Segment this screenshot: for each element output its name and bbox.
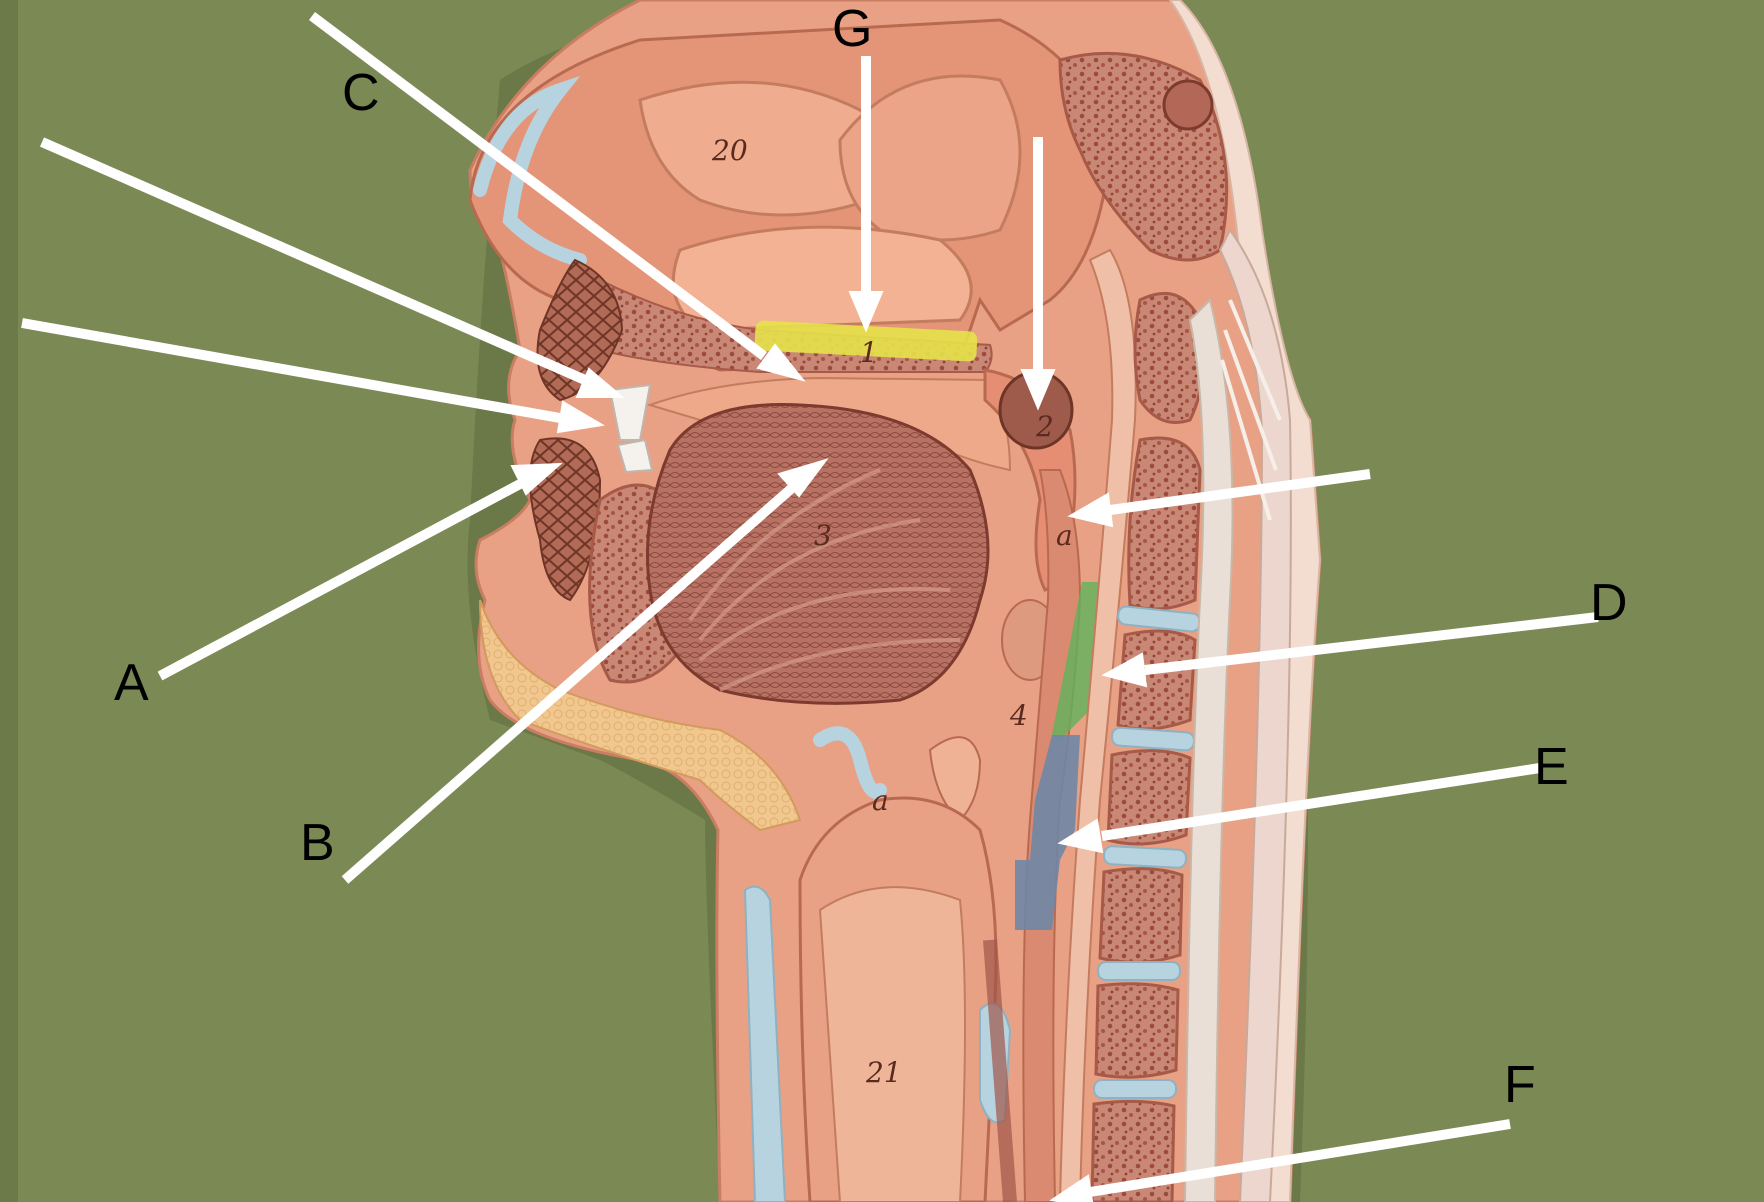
label-a: A <box>114 654 149 712</box>
model-number-4: 4 <box>1009 699 1028 732</box>
arrow-upper-left-1-head <box>575 367 625 398</box>
label-g: G <box>832 0 872 58</box>
arrow-g-head <box>848 291 884 333</box>
laryngeal-vestibule <box>818 886 966 1202</box>
nasal-concha-lower <box>671 225 973 332</box>
label-c: C <box>342 64 380 122</box>
arrow-c-head <box>756 343 806 382</box>
vertebra-c5 <box>1098 867 1184 964</box>
pointer-arrows <box>21 12 1599 1202</box>
hyoid-cartilage <box>813 726 887 799</box>
arrow-b-line <box>341 484 796 884</box>
arrow-right-unlabeled-line <box>1109 469 1371 515</box>
model-number-20: 20 <box>711 134 748 167</box>
thyroid-cartilage <box>743 885 787 1202</box>
lower-incisor <box>616 438 654 474</box>
label-d: D <box>1590 574 1628 632</box>
disc-4 <box>1097 961 1181 981</box>
nasal-septum-light <box>473 75 587 267</box>
model-number-21: 21 <box>865 1056 902 1089</box>
arrow-a-head <box>510 462 563 496</box>
laryngopharynx-highlight-blue <box>1015 735 1080 930</box>
arrow-right-unlabeled-head <box>1067 492 1114 528</box>
arrow-e-line <box>1101 763 1541 841</box>
prevertebral-tissue <box>1058 248 1137 1202</box>
model-letter-a-lower: a <box>872 784 889 817</box>
arrow-f-line <box>1089 1119 1511 1197</box>
vertebra-c2 <box>1127 436 1202 611</box>
model-letter-a-upper: a <box>1056 519 1073 552</box>
disc-3 <box>1102 845 1188 869</box>
arrow-d-head <box>1101 652 1148 688</box>
epiglottis <box>928 736 982 822</box>
atlas-dens <box>1133 291 1205 424</box>
label-b: B <box>300 814 335 872</box>
arrow-upper-left-2-line <box>21 318 561 423</box>
arrow-vertical-right-head <box>1020 369 1056 411</box>
arrow-f-head <box>1049 1174 1094 1202</box>
arrow-upper-left-1-line <box>39 137 588 385</box>
lower-lip <box>529 437 602 602</box>
tongue-muscle-fibres <box>688 468 961 692</box>
disc-5 <box>1093 1079 1177 1099</box>
arrow-a-line <box>157 479 523 681</box>
model-number-2: 2 <box>1035 410 1054 443</box>
arrow-d-line <box>1144 612 1599 675</box>
arrow-upper-left-2-head <box>556 400 605 434</box>
tracheal-rings-shading <box>983 939 1017 1202</box>
model-number-3: 3 <box>814 519 832 552</box>
tongue <box>646 403 990 705</box>
wall-shadow <box>0 0 18 1202</box>
palate-highlight-yellow <box>754 320 978 362</box>
arrow-b-head <box>777 458 829 498</box>
vertebra-c6 <box>1094 982 1180 1079</box>
arrow-e-head <box>1057 818 1104 854</box>
arrow-c-line <box>308 12 768 360</box>
label-e: E <box>1534 738 1569 796</box>
model-number-1: 1 <box>860 336 878 369</box>
label-f: F <box>1504 1056 1536 1114</box>
spinal-canal <box>1183 298 1234 1202</box>
pituitary <box>1162 79 1214 131</box>
